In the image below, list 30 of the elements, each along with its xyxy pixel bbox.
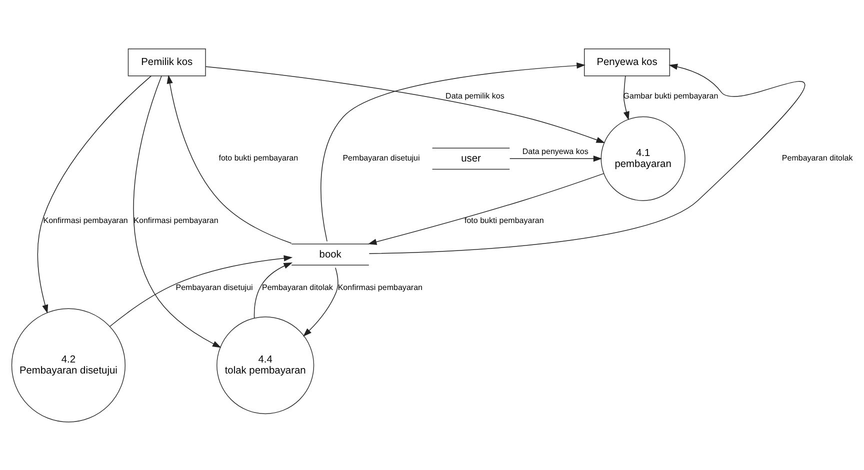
arrow bbox=[320, 62, 586, 242]
arrow bbox=[368, 172, 604, 244]
node-circle: 4.4 tolak pembayaran bbox=[216, 316, 314, 414]
arrow bbox=[37, 75, 152, 314]
arrow bbox=[303, 266, 338, 336]
arrow bbox=[110, 254, 293, 326]
arrow bbox=[133, 75, 222, 348]
arrow bbox=[368, 63, 804, 254]
edge-label: Pembayaran ditolak bbox=[782, 153, 853, 162]
arrow bbox=[205, 66, 606, 142]
node-text: book bbox=[319, 249, 342, 260]
edge-label: Konfirmasi pembayaran bbox=[134, 216, 218, 225]
edge-label: foto bukti pembayaran bbox=[464, 216, 544, 225]
node-box: Pemilik kos bbox=[128, 48, 206, 76]
node-circle: 4.2 Pembayaran disetujui bbox=[11, 308, 126, 422]
edge-label: Pembayaran disetujui bbox=[342, 153, 420, 162]
edge-label: foto bukti pembayaran bbox=[218, 153, 298, 162]
edge-label: Konfirmasi pembayaran bbox=[43, 216, 128, 225]
node-circle: 4.1 pembayaran bbox=[600, 116, 686, 200]
arrow bbox=[166, 74, 292, 244]
edge-label: Data penyewa kos bbox=[522, 146, 588, 156]
arrow bbox=[254, 262, 292, 318]
node-text: user bbox=[461, 153, 481, 164]
edge-label: Data pemilik kos bbox=[446, 90, 504, 100]
edge-label: Pembayaran disetujui bbox=[176, 282, 253, 292]
edge-label: Konfirmasi pembayaran bbox=[338, 282, 423, 292]
node-box: Penyewa kos bbox=[584, 48, 670, 76]
arrow bbox=[623, 75, 630, 120]
edge-label: Pembayaran ditolak bbox=[262, 282, 333, 292]
arrow bbox=[509, 155, 602, 162]
